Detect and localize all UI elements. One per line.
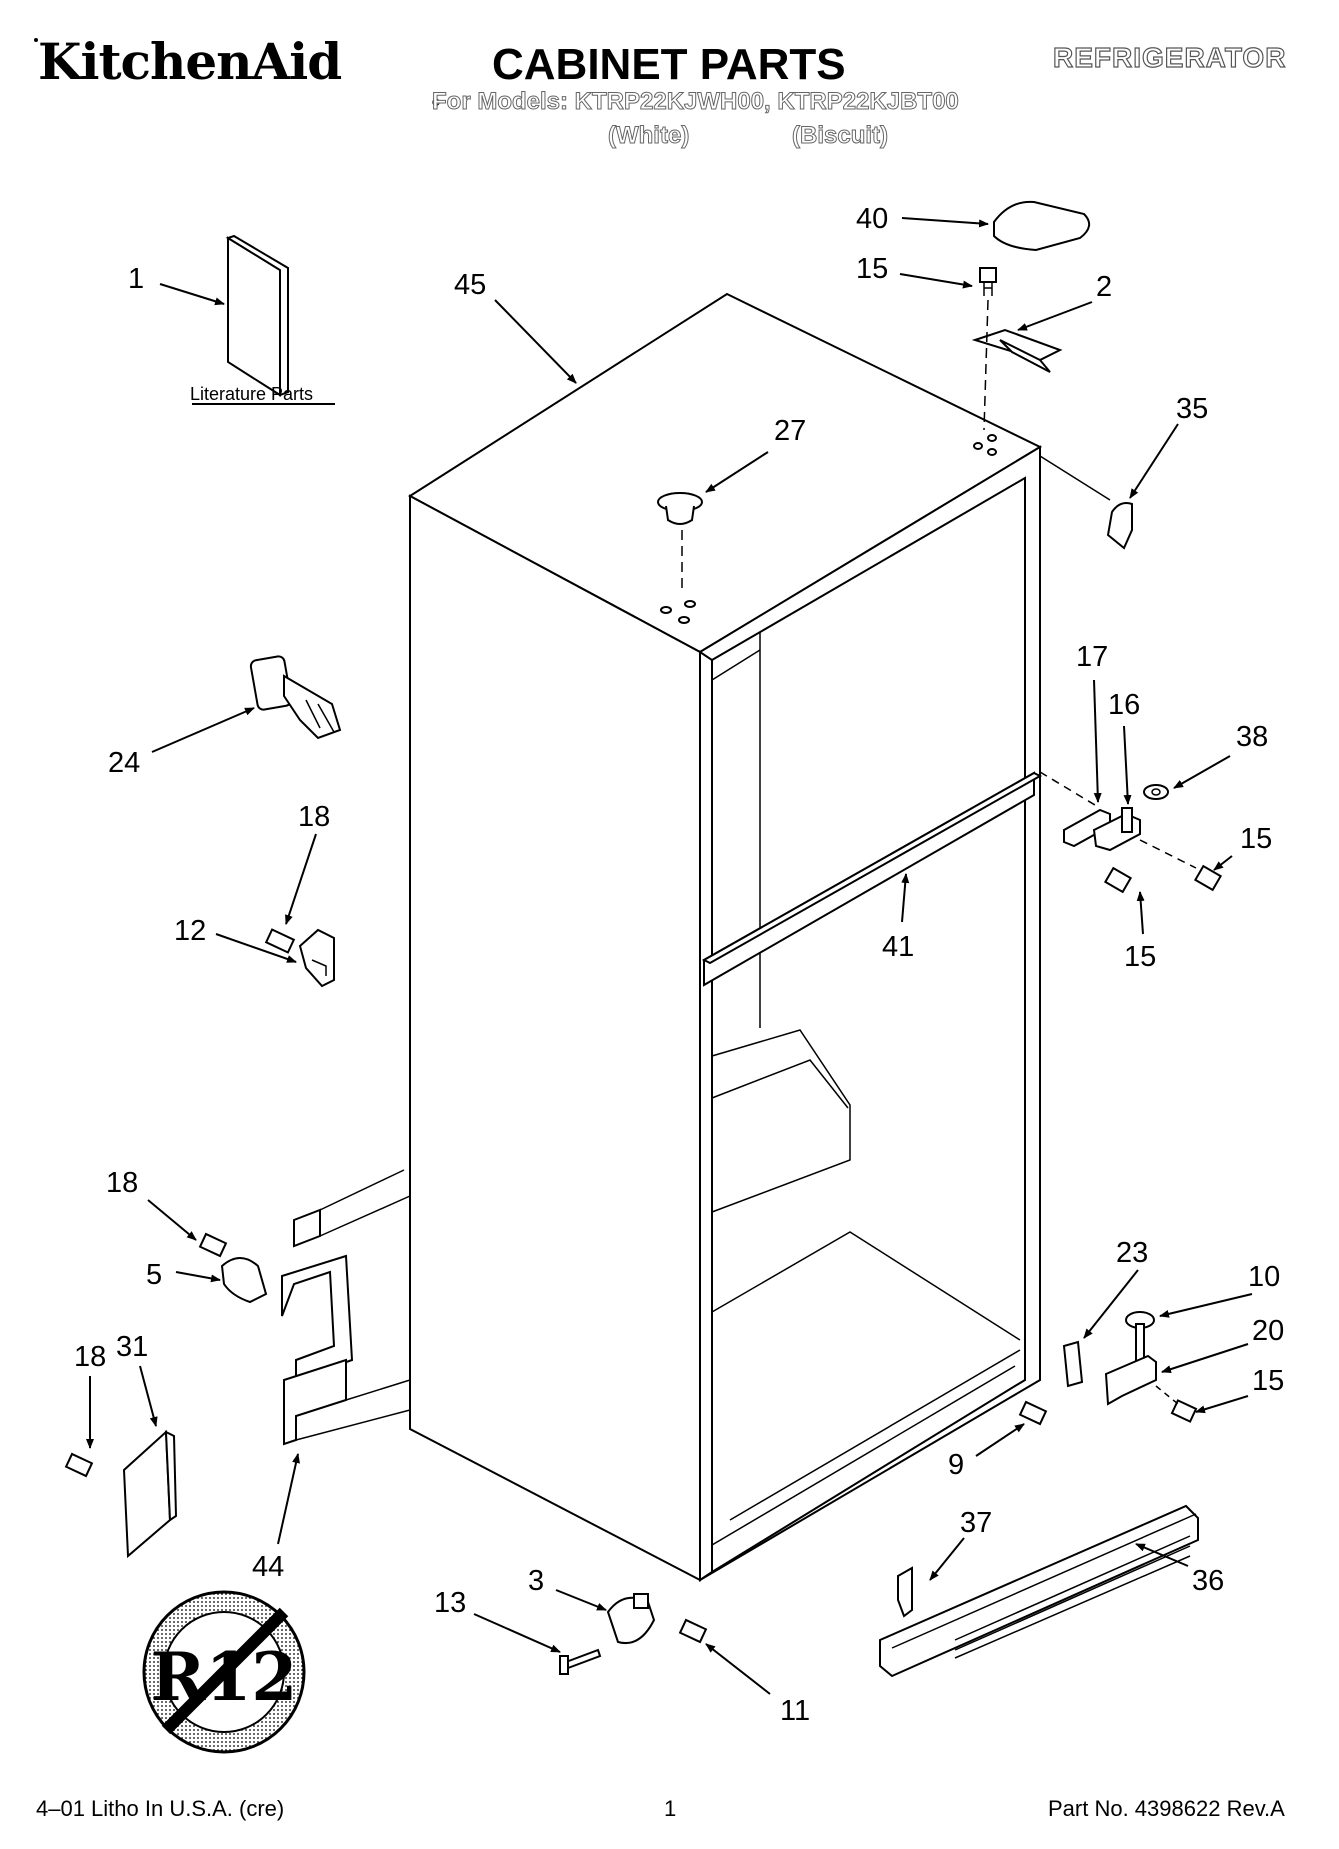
literature-booklet [192, 234, 335, 405]
callout-44: 44 [252, 1551, 284, 1583]
part-11-screw [678, 1618, 708, 1644]
callout-18-lower: 18 [74, 1341, 106, 1373]
literature-parts-label: Literature Parts [190, 384, 313, 404]
appliance-type: REFRIGERATOR [1052, 41, 1287, 73]
callout-40: 40 [856, 203, 888, 235]
model-numbers: For Models: KTRP22KJWH00, KTRP22KJBT00 [432, 88, 960, 116]
part-37-clip [897, 1566, 913, 1618]
callout-15-hinge-lower: 15 [1124, 941, 1156, 973]
brand-logo: KitchenAid® [38, 32, 441, 109]
callout-38: 38 [1236, 721, 1268, 753]
part-40-cover [993, 200, 1091, 252]
callout-35: 35 [1176, 393, 1208, 425]
callout-17: 17 [1076, 641, 1108, 673]
callout-1: 1 [128, 263, 144, 295]
color-white: (White) [607, 122, 690, 150]
corner-mark [34, 38, 38, 42]
part-3-roller [606, 1593, 656, 1644]
callout-11: 11 [780, 1695, 810, 1727]
refrigerator-cabinet [408, 292, 1043, 1582]
callout-41: 41 [882, 931, 914, 963]
callout-15-hinge-right: 15 [1240, 823, 1272, 855]
callout-27: 27 [774, 415, 806, 447]
part-5-clamp [198, 1232, 268, 1304]
callout-3: 3 [528, 1565, 544, 1597]
part-31-cover [64, 1429, 178, 1559]
callout-23: 23 [1116, 1237, 1148, 1269]
callout-37: 37 [960, 1507, 992, 1539]
callout-12: 12 [174, 915, 206, 947]
callout-9: 9 [948, 1449, 964, 1481]
part-2-top-hinge [971, 267, 1063, 431]
callout-5: 5 [146, 1259, 162, 1291]
callout-15-top: 15 [856, 253, 888, 285]
callout-31: 31 [116, 1331, 148, 1363]
callout-numbers: 1 45 27 40 15 2 35 24 18 12 17 16 38 15 … [74, 203, 1284, 1727]
page-title: CABINET PARTS [492, 40, 846, 89]
part-35-clip [1039, 455, 1133, 550]
part-41-mullion [701, 771, 1043, 987]
callout-10: 10 [1248, 1261, 1280, 1293]
callout-24: 24 [108, 747, 140, 779]
callout-13: 13 [434, 1587, 466, 1619]
part-12-latch [264, 928, 335, 988]
footer-litho: 4–01 Litho In U.S.A. (cre) [36, 1796, 285, 1821]
leader-lines [86, 217, 1253, 1695]
callout-36: 36 [1192, 1565, 1224, 1597]
footer-part-number: Part No. 4398622 Rev.A [1048, 1796, 1285, 1821]
part-9-screw [1018, 1400, 1048, 1426]
part-16-center-hinge [1039, 771, 1223, 894]
color-biscuit: (Biscuit) [792, 122, 889, 150]
callout-18-middle: 18 [106, 1167, 138, 1199]
callout-45: 45 [454, 269, 486, 301]
callout-20: 20 [1252, 1315, 1284, 1347]
no-r12-symbol: R12 [142, 1590, 306, 1754]
callout-18-upper: 18 [298, 801, 330, 833]
part-44-mounting-plate [281, 1169, 411, 1446]
callout-2: 2 [1096, 271, 1112, 303]
part-24-stop [249, 655, 342, 740]
part-20-lower-hinge [1062, 1311, 1198, 1423]
part-27-plug [657, 492, 703, 590]
callout-16: 16 [1108, 689, 1140, 721]
footer-page-number: 1 [664, 1796, 677, 1821]
part-36-grille [879, 1504, 1199, 1678]
callout-15-bottom: 15 [1252, 1365, 1284, 1397]
part-13-pin [559, 1648, 602, 1675]
